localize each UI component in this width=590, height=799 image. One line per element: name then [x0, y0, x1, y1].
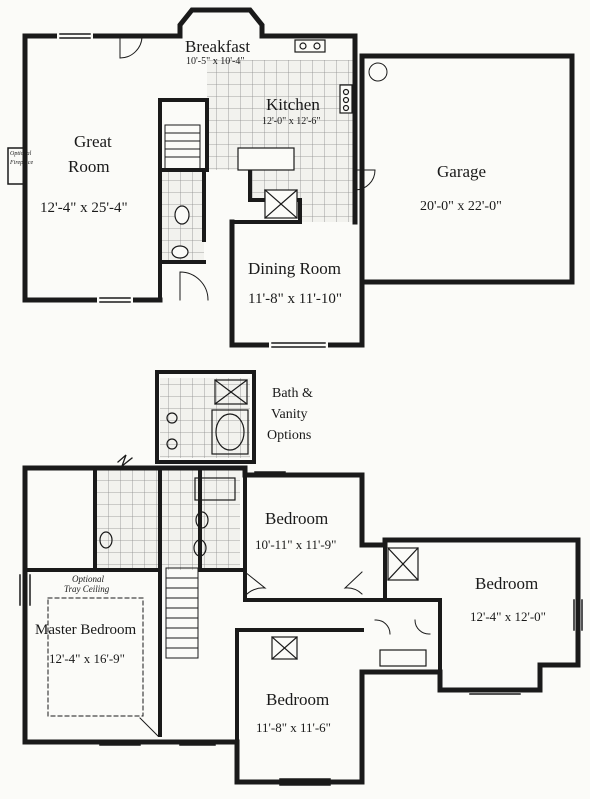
first-floor — [7, 7, 575, 348]
dining-room-label: Dining Room — [248, 259, 342, 278]
bedroom-3-dims: 12'-4" x 12'-0" — [470, 609, 546, 624]
master-bedroom-label: Master Bedroom — [35, 622, 137, 638]
fireplace-box — [7, 147, 27, 185]
bedroom-3-label: Bedroom — [475, 574, 539, 593]
closet-door-swing — [119, 35, 143, 59]
kitchen-dims: 12'-0" x 12'-6" — [262, 116, 321, 127]
great-room-label-line2: Room — [68, 157, 110, 176]
garage-dims: 20'-0" x 22'-0" — [420, 199, 502, 214]
great-room-label-line1: Great — [74, 132, 112, 151]
upper-bath-tile-floor — [95, 470, 240, 570]
fireplace-label-line2: Fireplace — [10, 160, 34, 166]
bedroom-2-dims: 10'-11" x 11'-9" — [255, 537, 337, 552]
breakfast-label: Breakfast — [185, 37, 251, 56]
bedroom-2-label: Bedroom — [265, 509, 329, 528]
bedroom-4-dims: 11'-8" x 11'-6" — [256, 720, 331, 735]
great-room-dims: 12'-4" x 25'-4" — [40, 200, 128, 216]
second-floor-outer-walls — [22, 465, 581, 785]
kitchen-tile-floor — [207, 60, 355, 222]
second-floor-windows — [19, 471, 583, 786]
second-floor-door-swings — [139, 571, 431, 737]
dining-room-walls — [229, 219, 365, 348]
tray-ceiling-line1: Optional — [72, 574, 105, 584]
garage-label: Garage — [437, 162, 487, 181]
powder-room-fixtures — [171, 205, 190, 259]
first-floor-windows — [57, 33, 328, 348]
bath-option-fixtures — [166, 379, 249, 455]
second-floor-interior-walls — [23, 468, 442, 744]
front-door-swing — [179, 271, 209, 301]
first-floor-stairs — [164, 124, 201, 171]
second-floor-stairs — [165, 567, 199, 659]
breakfast-dims: 10'-5" x 10'-4" — [186, 56, 245, 67]
bath-options-line2: Vanity — [271, 407, 308, 422]
bath-options-line1: Bath & — [272, 386, 313, 401]
tray-ceiling-line2: Tray Ceiling — [64, 584, 110, 594]
fireplace-label-line1: Optional — [10, 151, 32, 157]
garage-walls — [359, 53, 575, 285]
dining-room-dims: 11'-8" x 11'-10" — [248, 291, 343, 307]
bath-option-tile-floor — [160, 378, 250, 458]
kitchen-label: Kitchen — [266, 95, 320, 114]
bedroom-4-label: Bedroom — [266, 690, 330, 709]
upper-bath-fixtures — [99, 477, 236, 557]
bath-option-inset — [155, 370, 256, 464]
closet-boxes — [271, 547, 427, 667]
master-bedroom-dims: 12'-4" x 16'-9" — [49, 651, 125, 666]
tray-ceiling-outline — [47, 597, 144, 717]
bath-options-line3: Options — [267, 428, 312, 443]
north-arrow — [117, 454, 133, 468]
water-heater — [368, 62, 388, 82]
second-floor — [19, 370, 583, 786]
breakfast-bay-walls — [177, 7, 358, 225]
kitchen-fixtures — [237, 39, 353, 219]
garage-door-swing — [354, 169, 376, 191]
